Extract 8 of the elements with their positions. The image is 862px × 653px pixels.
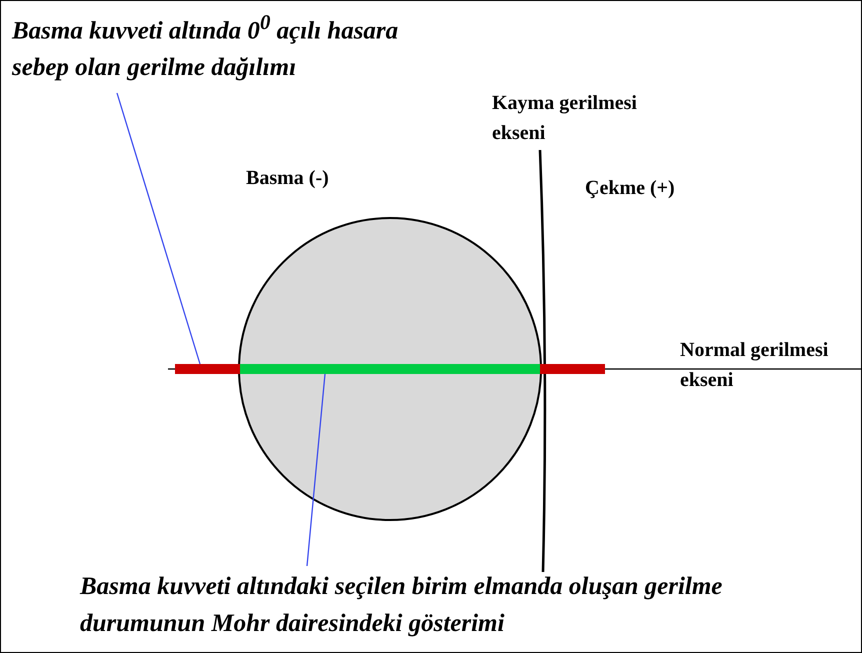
callout-text: Basma kuvveti altında 0$^{0}$ açılı hasara sebep olan gerilme dağılımı bbox=[12, 4, 442, 86]
region-label: Basma (-) bbox=[246, 166, 330, 191]
axis-label: Normal gerilmesi ekseni bbox=[680, 338, 830, 393]
callout-text: Basma kuvveti altındaki seçilen birim elmanda oluşan gerilme durumunun Mohr dairesindeki gösterimi bbox=[80, 568, 770, 642]
axis-label: Kayma gerilmesi ekseni bbox=[492, 91, 638, 146]
leader-line bbox=[306, 374, 326, 566]
leader-line bbox=[116, 92, 201, 364]
region-label: Çekme (+) bbox=[585, 176, 676, 201]
